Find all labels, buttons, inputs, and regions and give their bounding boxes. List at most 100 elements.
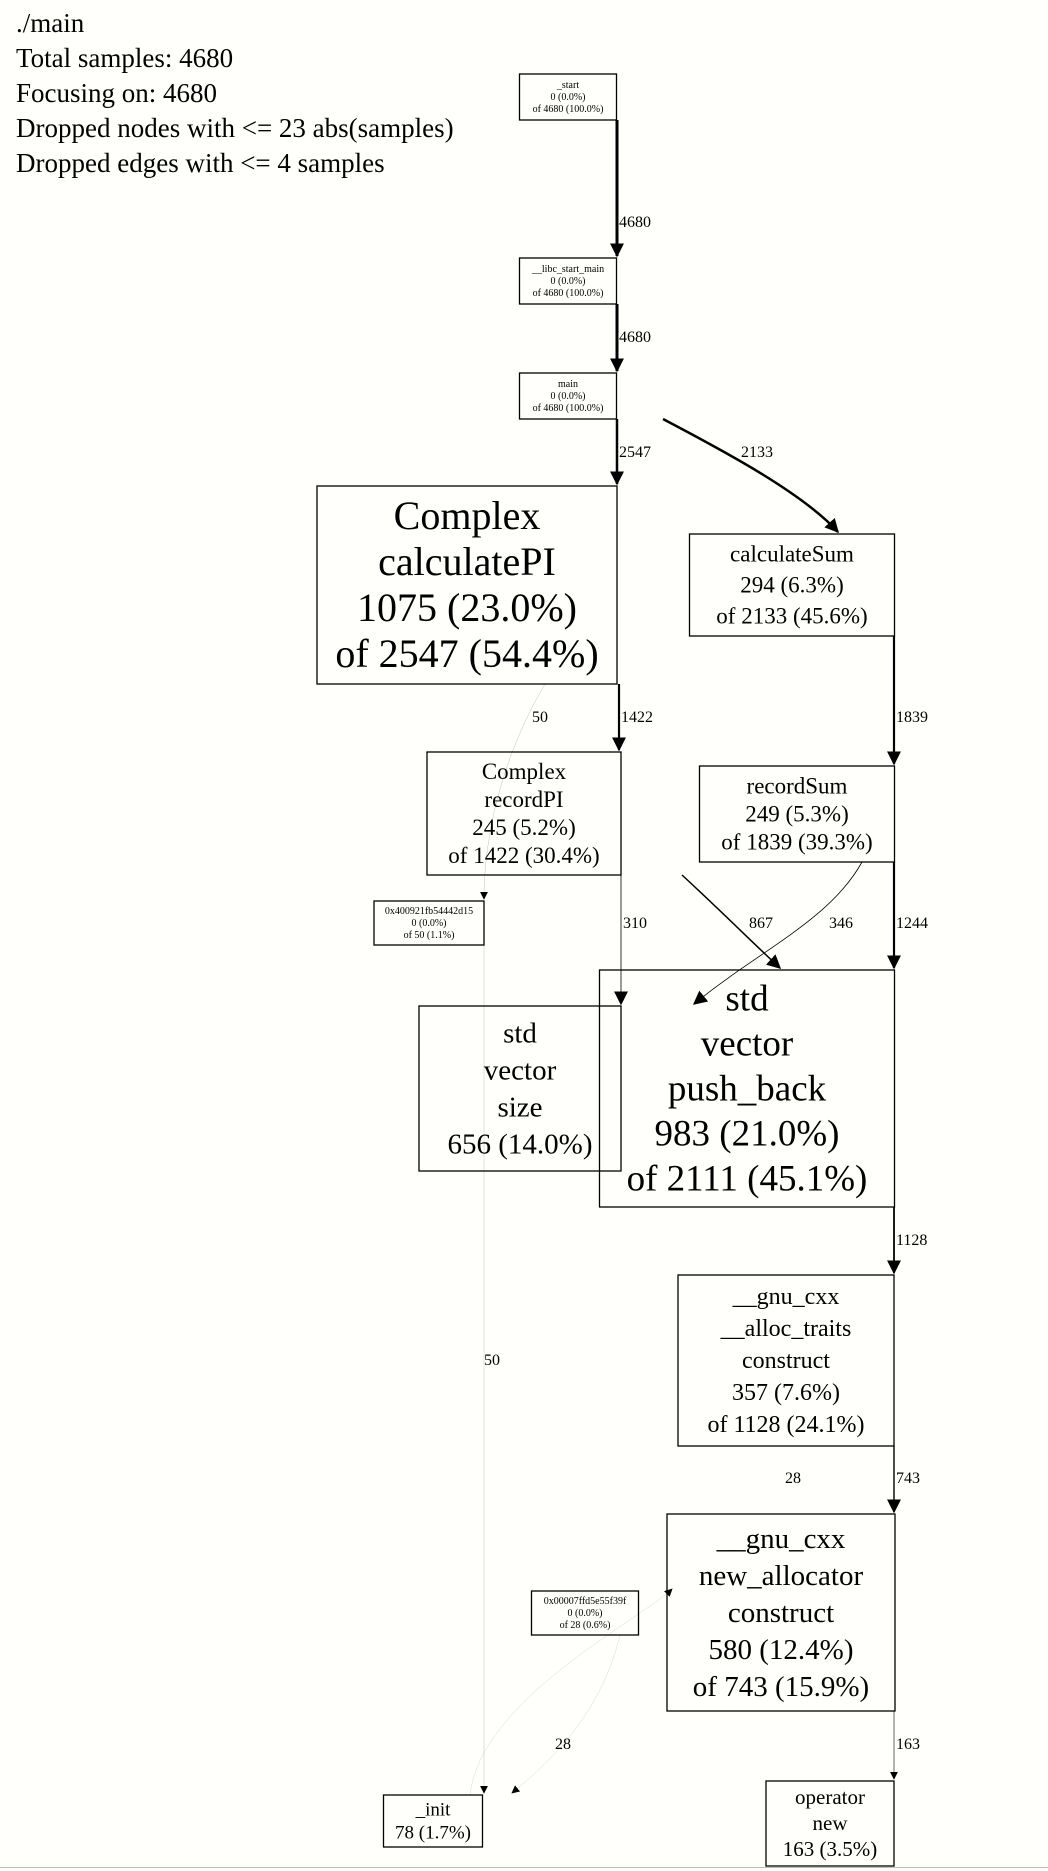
edge-calculateSum-to-recordSum: 1839	[887, 636, 928, 766]
edge-start-to-libc_start_main: 4680	[610, 120, 651, 258]
node-line: __gnu_cxx	[716, 1523, 846, 1555]
edge-label: 867	[749, 915, 773, 932]
node-line: 0 (0.0%)	[551, 92, 586, 103]
node-box	[518, 257, 618, 305]
node-box	[518, 372, 618, 420]
node-box	[373, 900, 485, 946]
edge-alloc_traits-to-new_allocator: 743	[887, 1446, 920, 1514]
edge-label: 50	[532, 709, 548, 726]
node-line: new_allocator	[699, 1560, 864, 1592]
node-line: std	[503, 1017, 537, 1049]
node-line: vector	[484, 1054, 557, 1086]
edge-label: 1422	[621, 709, 653, 726]
node-line: of 4680 (100.0%)	[533, 288, 604, 299]
node-box	[418, 1005, 622, 1172]
node-line: push_back	[668, 1068, 827, 1109]
edge-label: 743	[896, 1470, 920, 1487]
node-line: 163 (3.5%)	[783, 1837, 877, 1861]
node-line: 0 (0.0%)	[568, 1608, 603, 1619]
legend-dropped-edges: Dropped edges with <= 4 samples	[16, 148, 385, 178]
node-box	[765, 1780, 895, 1867]
node-line: of 2547 (54.4%)	[335, 631, 598, 676]
node-box	[382, 1794, 484, 1848]
node-box	[677, 1274, 895, 1447]
edge-line	[681, 874, 782, 969]
node-box	[688, 533, 896, 637]
node-box	[316, 485, 618, 685]
node-box	[530, 1590, 640, 1636]
edge-new_allocator-to-operator_new: 163	[890, 1711, 920, 1780]
node-line: recordPI	[484, 787, 563, 812]
node-line: calculateSum	[730, 541, 854, 566]
node-line: Complex	[394, 493, 541, 538]
node-line: of 1839 (39.3%)	[721, 829, 872, 854]
node-box	[518, 73, 618, 121]
edge-calculatePI-to-recordPI: 1422	[612, 684, 653, 752]
node-box	[698, 765, 896, 863]
edge-label: 2547	[619, 444, 651, 461]
node-calculateSum: calculateSum 294 (6.3%) of 2133 (45.6%)	[688, 533, 896, 637]
node-line: calculatePI	[378, 539, 556, 584]
node-line: recordSum	[747, 773, 848, 798]
node-line: vector	[701, 1023, 793, 1064]
legend-dropped-nodes: Dropped nodes with <= 23 abs(samples)	[16, 113, 454, 143]
edge-main-to-calculateSum: 2133	[662, 417, 839, 534]
node-line: of 1422 (30.4%)	[448, 843, 599, 868]
edge-line	[511, 1634, 621, 1794]
edge-label: 346	[829, 915, 853, 932]
node-line: of 2111 (45.1%)	[627, 1158, 868, 1199]
legend-focusing-on: Focusing on: 4680	[16, 78, 218, 108]
node-line: 0x00007ffd5e55f39f	[544, 1596, 627, 1607]
node-line: 0 (0.0%)	[551, 276, 586, 287]
edge-label: 4680	[619, 329, 651, 346]
node-recordPI: Complex recordPI 245 (5.2%) of 1422 (30.4%)	[426, 751, 622, 876]
node-box	[666, 1513, 896, 1712]
bottom-divider	[0, 1867, 1048, 1868]
edge-label: 310	[623, 915, 647, 932]
node-line: main	[558, 379, 578, 390]
edge-label: 1244	[896, 915, 928, 932]
edge-label: 28	[785, 1470, 801, 1487]
edge-libc_start_main-to-main: 4680	[610, 304, 651, 373]
node-box	[426, 751, 622, 876]
edge-push_back-to-alloc_traits: 1128	[887, 1207, 927, 1275]
node-line: of 2133 (45.6%)	[716, 603, 867, 628]
legend-total-samples: Total samples: 4680	[16, 43, 234, 73]
edge-line	[692, 861, 863, 1005]
edge-recordSum-to-push_back: 1244	[887, 862, 928, 970]
node-line: 78 (1.7%)	[395, 1823, 471, 1844]
edge-main-to-calculatePI: 2547	[610, 419, 651, 486]
node-line: 357 (7.6%)	[732, 1380, 840, 1406]
node-line: of 4680 (100.0%)	[533, 104, 604, 115]
node-line: of 50 (1.1%)	[404, 930, 455, 941]
node-line: of 743 (15.9%)	[693, 1671, 869, 1703]
node-line: 0 (0.0%)	[412, 918, 447, 929]
node-line: 245 (5.2%)	[472, 815, 575, 840]
node-line: Complex	[482, 759, 567, 784]
node-line: __libc_start_main	[531, 264, 604, 275]
edge-recordPI-to-vector_size: 310	[614, 875, 647, 1006]
node-line: of 28 (0.6%)	[560, 1620, 611, 1631]
edge-label: 1839	[896, 709, 928, 726]
edge-addr1-to-init: 50	[480, 945, 500, 1794]
edge-recordPI-to-push_back: 867	[681, 874, 782, 969]
edge-label: 28	[555, 1736, 571, 1753]
node-line: new	[813, 1811, 849, 1835]
node-line: __gnu_cxx	[732, 1284, 840, 1310]
edge-init-to-addr2: 28	[469, 1470, 801, 1796]
edge-addr2-to-init: 28	[511, 1634, 621, 1794]
node-line: of 4680 (100.0%)	[533, 403, 604, 414]
node-line: 294 (6.3%)	[740, 572, 843, 597]
node-line: 0 (0.0%)	[551, 391, 586, 402]
